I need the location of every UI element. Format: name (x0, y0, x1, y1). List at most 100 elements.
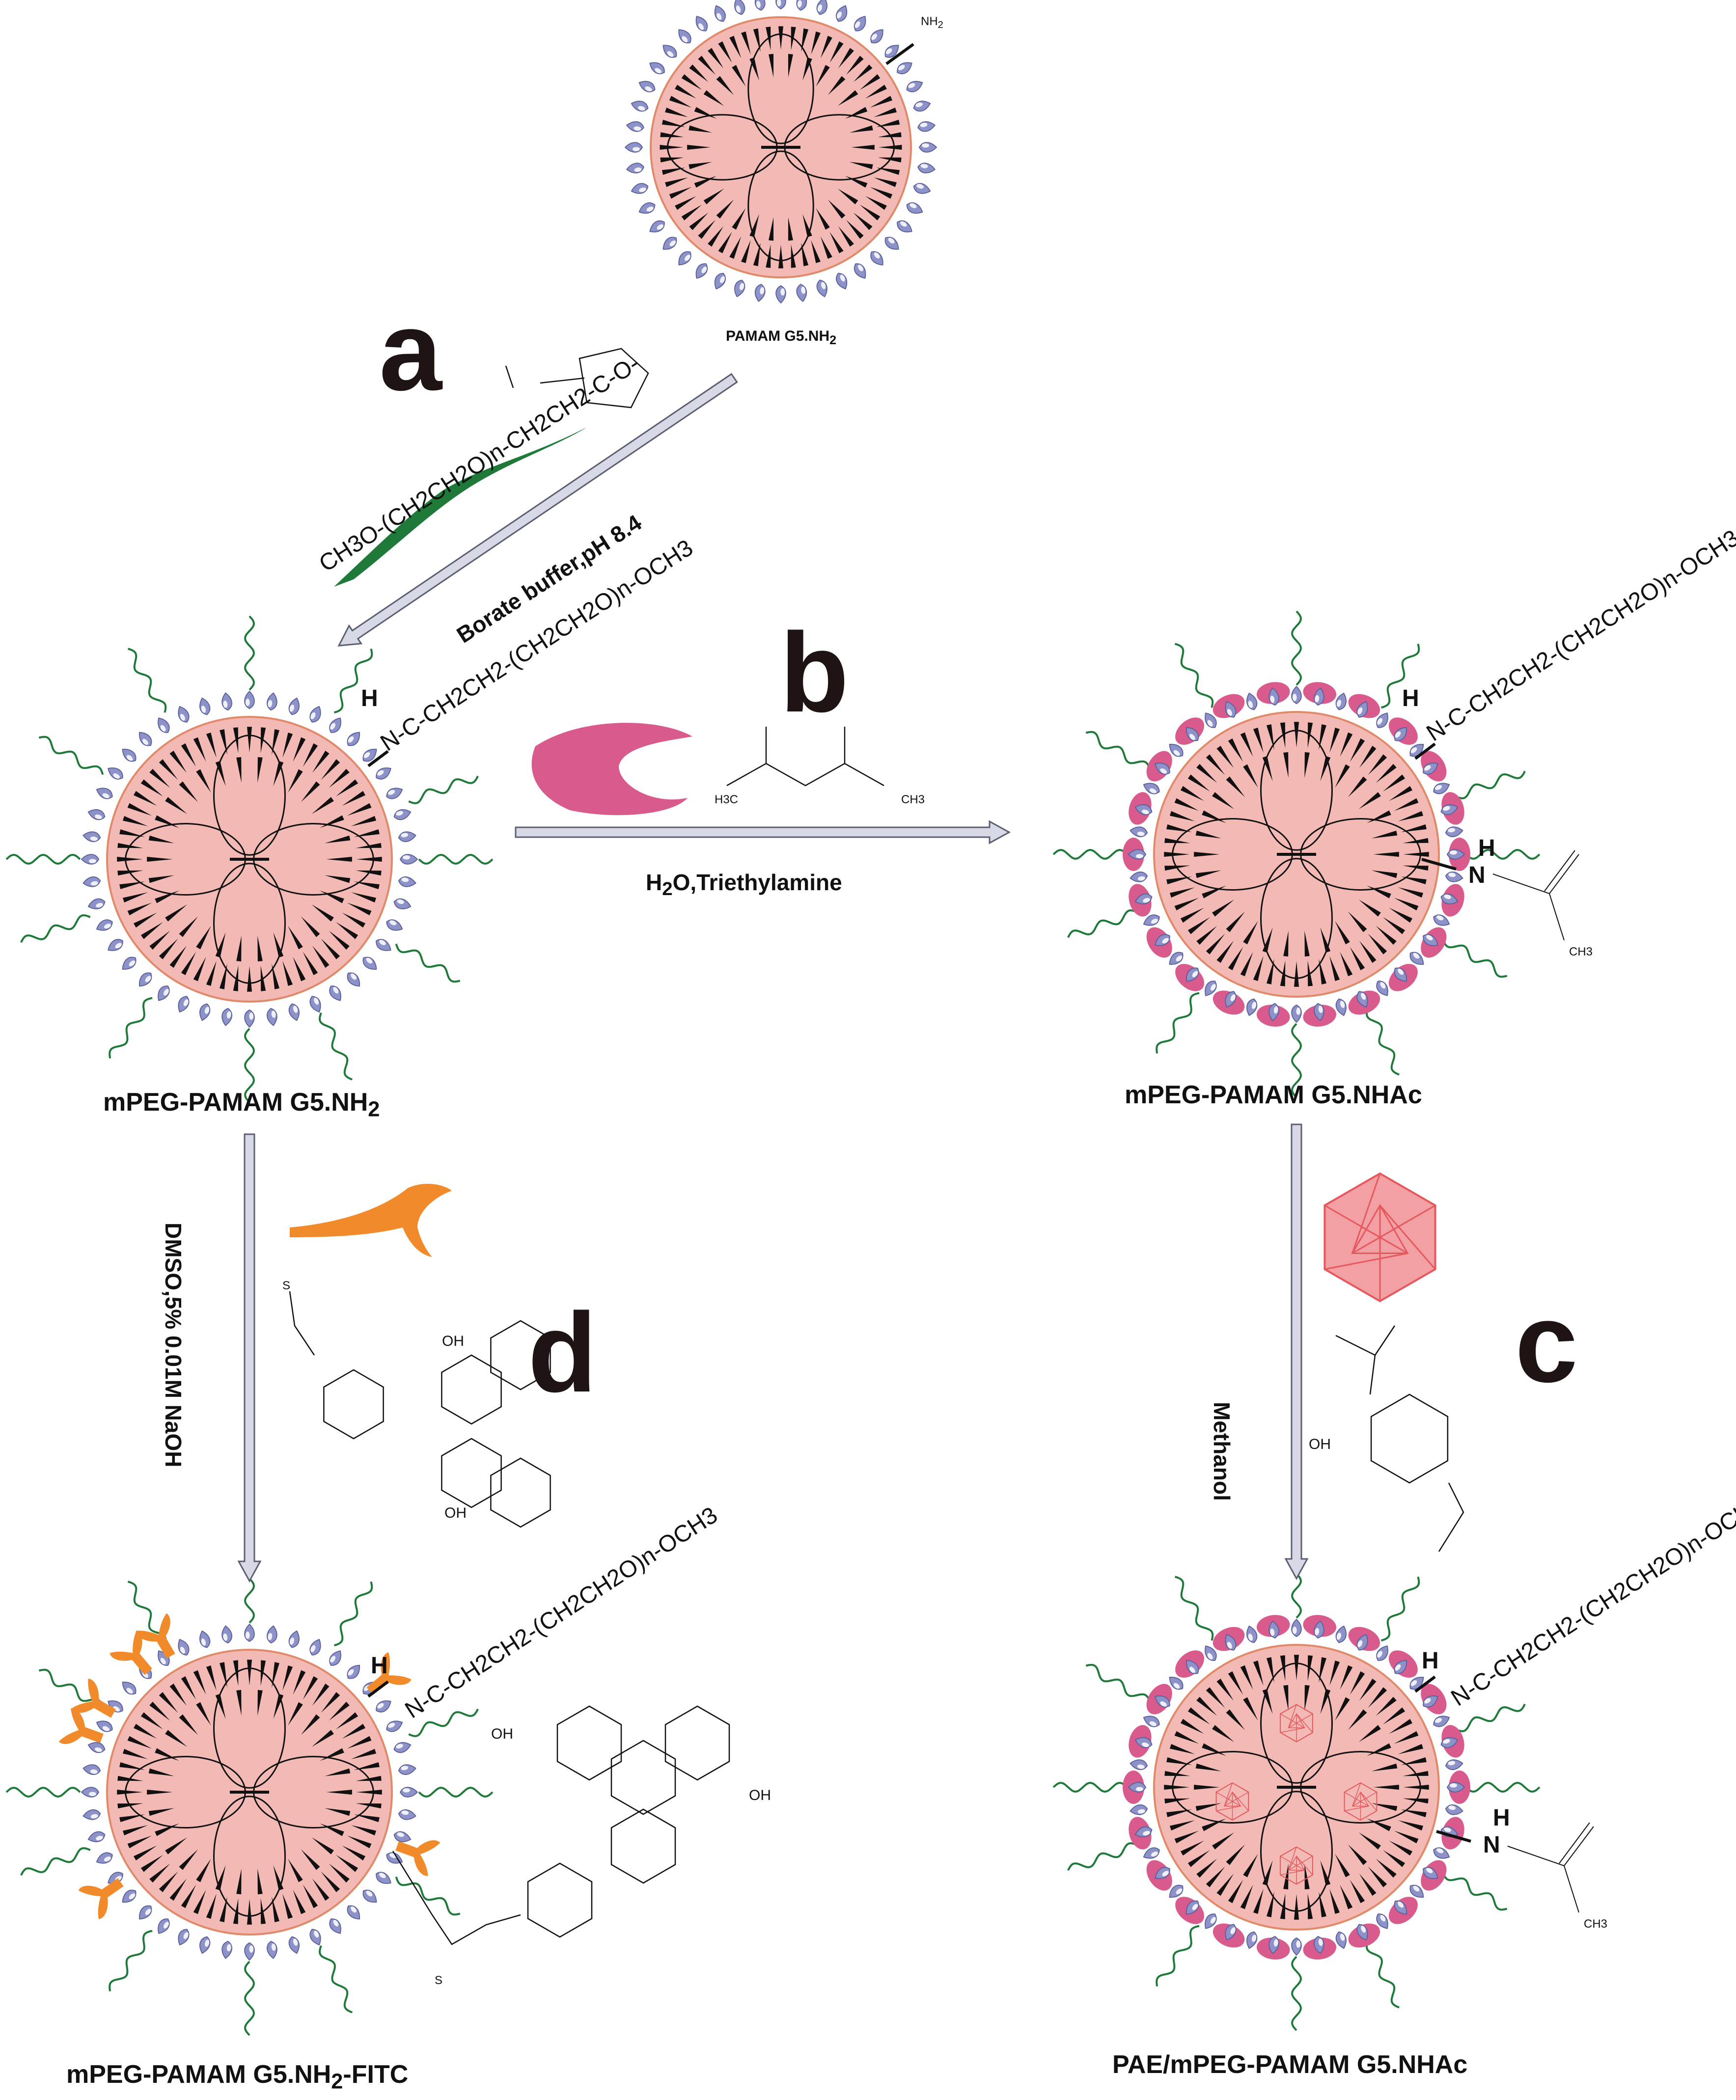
peg-chain-icon (1465, 848, 1541, 860)
amine-terminal-icon (288, 1936, 300, 1954)
amine-terminal-icon (221, 692, 232, 711)
fitc-marker-icon (395, 1840, 441, 1876)
amine-terminal-icon (329, 985, 341, 1001)
paeonol-structure (1335, 1325, 1464, 1552)
oh-label-conj-1: OH (491, 1726, 513, 1742)
dendrimer-mpeg-pamam (5, 615, 494, 1103)
s-label-fitc: S (282, 1279, 291, 1292)
amine-terminal-icon (158, 985, 170, 1001)
acetyl-n-label-2: N (1483, 1832, 1500, 1858)
amine-terminal-icon (913, 183, 931, 194)
amine-terminal-icon (1335, 692, 1347, 710)
amine-terminal-icon (83, 1809, 101, 1820)
h-label-4: H (1422, 1648, 1439, 1674)
amine-terminal-icon (1440, 804, 1459, 816)
amine-terminal-icon (1130, 826, 1148, 837)
amine-terminal-icon (1155, 1867, 1170, 1879)
amine-terminal-icon (83, 876, 101, 887)
amine-terminal-icon (649, 220, 665, 233)
peg-chain-icon (1085, 731, 1151, 770)
acetyl-ch3-label-2: CH3 (1584, 1917, 1608, 1931)
amine-terminal-icon (913, 101, 931, 112)
amine-terminal-icon (1134, 1826, 1153, 1837)
amine-terminal-icon (1246, 1931, 1258, 1949)
amine-terminal-icon (1169, 744, 1184, 757)
amine-terminal-icon (884, 45, 899, 58)
amine-terminal-icon (1186, 1660, 1199, 1674)
peg-chain-icon (244, 1028, 255, 1103)
amine-terminal-icon (362, 956, 377, 970)
h3c-label: H3C (715, 793, 739, 806)
amine-terminal-icon (1155, 1695, 1170, 1708)
peg-chain-icon (5, 853, 81, 865)
amine-terminal-icon (309, 996, 321, 1013)
reaction-arrow-b (515, 820, 1011, 845)
amine-terminal-icon (221, 1008, 232, 1026)
fitc-marker-icon (110, 1630, 152, 1675)
peg-chain-icon (333, 648, 373, 714)
amine-terminal-icon (329, 717, 341, 733)
ch3-label-anhydride: CH3 (901, 793, 925, 806)
fitc-marker-icon (136, 1613, 175, 1659)
peg-chain-icon (109, 1930, 153, 1991)
amine-terminal-icon (158, 717, 170, 733)
amine-terminal-icon (631, 101, 649, 112)
condition-dmso-naoh: DMSO,5% 0.01M NaOH (161, 1223, 186, 1468)
amine-terminal-icon (96, 919, 113, 931)
amine-terminal-icon (386, 919, 403, 931)
amine-terminal-icon (1314, 1620, 1324, 1639)
step-label-d: d (528, 1289, 597, 1416)
amine-terminal-icon (122, 1889, 137, 1903)
amine-terminal-icon (87, 1831, 106, 1842)
amine-terminal-icon (1445, 1759, 1463, 1770)
pae-polyhedron-icon (1344, 1782, 1378, 1821)
h-label-2: H (1402, 685, 1419, 711)
amine-terminal-icon (199, 1003, 211, 1021)
fitc-marker-icon (70, 1678, 116, 1718)
amine-terminal-icon (1246, 998, 1258, 1016)
amine-terminal-icon (631, 183, 649, 194)
amine-terminal-icon (1205, 1913, 1217, 1929)
amine-terminal-icon (1433, 1847, 1450, 1859)
amine-terminal-icon (754, 0, 766, 11)
amine-terminal-icon (199, 697, 211, 715)
acetyl-h-label-1: H (1478, 835, 1495, 861)
amine-terminal-icon (1291, 1004, 1302, 1023)
amine-terminal-icon (178, 706, 190, 723)
amine-terminal-icon (376, 1872, 391, 1884)
amine-terminal-icon (1291, 1937, 1302, 1956)
step-label-c: c (1515, 1280, 1578, 1406)
peg-chain-icon (1291, 610, 1302, 686)
amine-terminal-icon (362, 749, 377, 762)
amine-terminal-icon (288, 1003, 300, 1021)
amine-terminal-icon (1268, 1936, 1279, 1954)
step-label-b: b (780, 609, 849, 736)
peg-chain-icon (20, 1847, 91, 1876)
amine-terminal-icon (329, 1918, 341, 1934)
amine-terminal-icon (1376, 1645, 1388, 1661)
amine-terminal-icon (796, 284, 807, 302)
fitc-conjugate-structure (392, 1705, 730, 1945)
peg-chain-icon (1442, 1871, 1508, 1911)
acetyl-ch3-label-1: CH3 (1569, 945, 1593, 958)
amine-terminal-icon (399, 1787, 418, 1798)
amine-terminal-icon (386, 1720, 403, 1732)
amine-terminal-icon (1130, 1759, 1148, 1770)
amine-terminal-icon (267, 1008, 277, 1026)
amine-terminal-icon (376, 939, 391, 951)
amine-terminal-icon (1433, 914, 1450, 926)
amine-terminal-icon (854, 16, 866, 31)
acetyl-cap-icon (531, 723, 692, 816)
amine-terminal-icon (309, 706, 321, 723)
amine-terminal-icon (1225, 1634, 1237, 1651)
amine-terminal-icon (1143, 1847, 1160, 1859)
amine-terminal-icon (1445, 1804, 1463, 1815)
amine-terminal-icon (81, 854, 100, 865)
amine-terminal-icon (1423, 1867, 1438, 1879)
amine-terminal-icon (1423, 934, 1438, 946)
amine-terminal-icon (399, 854, 418, 865)
amine-terminal-icon (244, 1009, 255, 1028)
peg-chain-icon (20, 914, 91, 943)
condition-methanol: Methanol (1209, 1402, 1235, 1501)
